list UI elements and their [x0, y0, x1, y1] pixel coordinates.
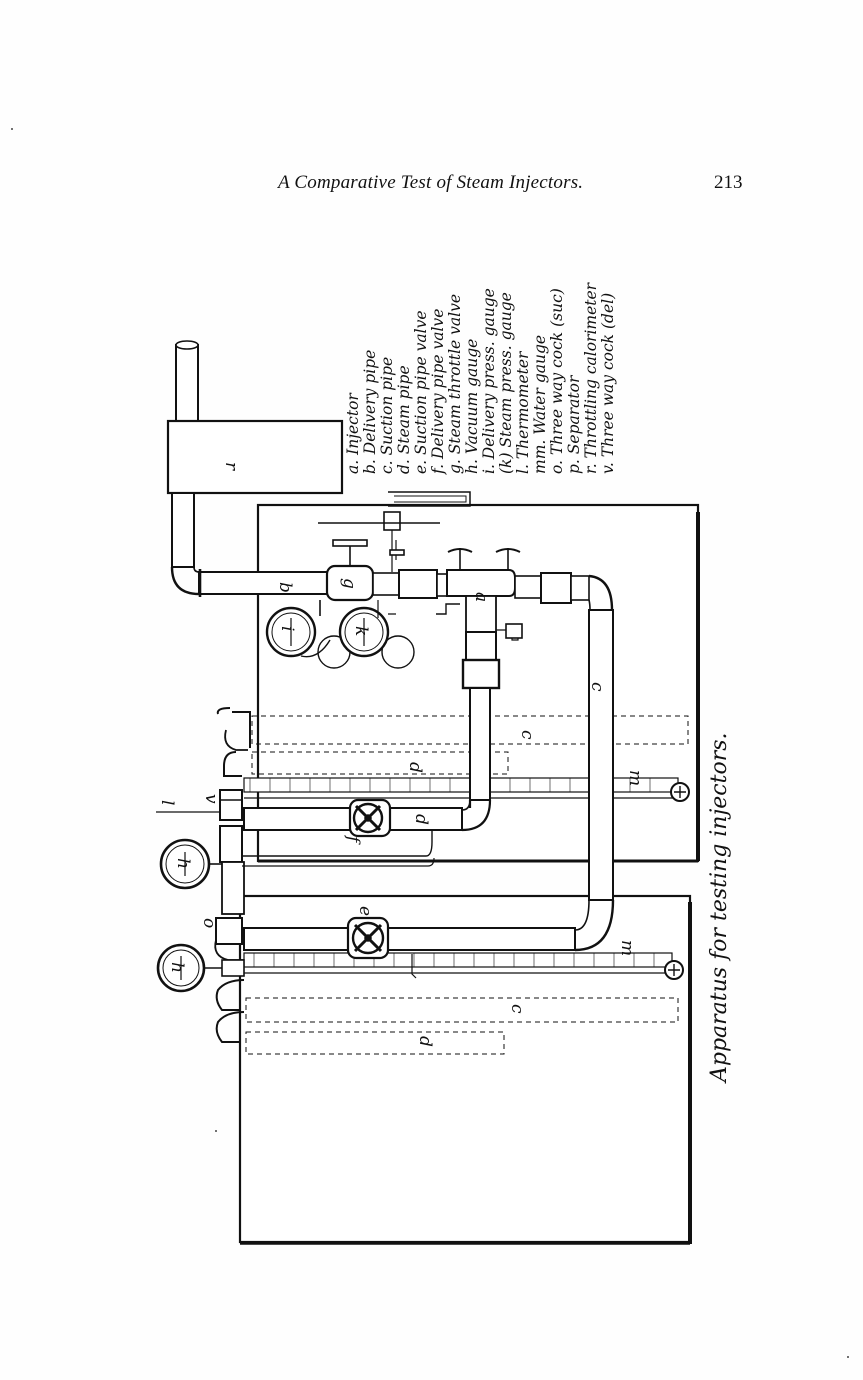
label-thermometer-l: l — [157, 800, 177, 805]
legend-item: i. Delivery press. gauge — [480, 288, 498, 474]
label-valve-e: e — [355, 906, 375, 916]
separator-tank-r — [166, 340, 344, 568]
figure-caption: Apparatus for testing injectors. — [707, 732, 732, 1084]
vacuum-gauge-h-lower — [156, 943, 222, 993]
label-pipe-d-lower: d — [415, 1036, 435, 1047]
legend-item: b. Delivery pipe — [361, 350, 379, 474]
label-gauge-i: i — [277, 626, 297, 631]
legend-item: l. Thermometer — [514, 350, 532, 474]
label-pipe-b: b — [275, 582, 295, 593]
label-water-gauge-m-upper: m — [625, 770, 645, 786]
suction-pipe-c — [243, 574, 615, 952]
water-gauge-upper — [243, 777, 690, 802]
left-connections — [156, 707, 435, 1043]
page-number: 213 — [714, 172, 743, 193]
label-injector-a: a — [471, 592, 491, 602]
legend-item: h. Vacuum gauge — [463, 339, 481, 474]
steam-press-gauge-k — [338, 600, 415, 669]
legend-item: (k) Steam press. gauge — [497, 292, 515, 474]
scan-speck — [847, 1356, 849, 1358]
running-title: A Comparative Test of Steam Injectors. — [278, 172, 584, 193]
label-pipe-d-upper: d — [405, 762, 425, 773]
suction-pipe-valve-e — [346, 916, 390, 960]
label-valve-f: f — [343, 834, 363, 845]
legend-item: r. Throttling calorimeter — [582, 281, 600, 474]
legend-item: g. Steam throttle valve — [446, 294, 464, 474]
label-pipe-c-upper: c — [517, 730, 537, 740]
figure-legend: a. Injector b. Delivery pipe c. Suction … — [344, 281, 617, 475]
label-pipe-c-right: c — [587, 682, 607, 692]
label-cock-o: o — [199, 918, 219, 928]
legend-item: v. Three way cock (del) — [599, 293, 617, 474]
label-pipe-d-mid: d — [411, 814, 431, 825]
steam-throttle-valve-g — [325, 539, 438, 602]
throttling-calorimeter — [318, 491, 471, 572]
legend-item: a. Injector — [344, 392, 362, 474]
label-water-gauge-m-lower: m — [617, 940, 637, 956]
label-gauge-h2: h — [167, 962, 187, 973]
label-valve-g: g — [339, 578, 359, 589]
label-tank-r: r — [221, 462, 241, 471]
delivery-press-gauge-i — [265, 600, 351, 669]
delivery-pipe-valve-f — [348, 798, 392, 838]
legend-item: o. Three way cock (suc) — [548, 288, 566, 474]
label-pipe-c-lower: c — [507, 1004, 527, 1014]
scan-speck — [215, 1130, 217, 1132]
legend-item: p. Separator — [565, 374, 583, 474]
legend-item: c. Suction pipe — [378, 357, 396, 474]
delivery-pipe-b — [170, 566, 328, 597]
scan-speck — [11, 128, 13, 130]
legend-item: d. Steam pipe — [395, 365, 413, 474]
legend-item: e. Suction pipe valve — [412, 310, 430, 474]
legend-item: f. Delivery pipe valve — [429, 309, 447, 475]
label-gauge-h: h — [173, 858, 193, 869]
label-gauge-k: k — [351, 626, 371, 636]
injector-a — [436, 548, 572, 641]
legend-item: mm. Water gauge — [531, 335, 549, 474]
label-cock-v: v — [201, 794, 221, 804]
vacuum-gauge-h-upper — [159, 838, 222, 890]
